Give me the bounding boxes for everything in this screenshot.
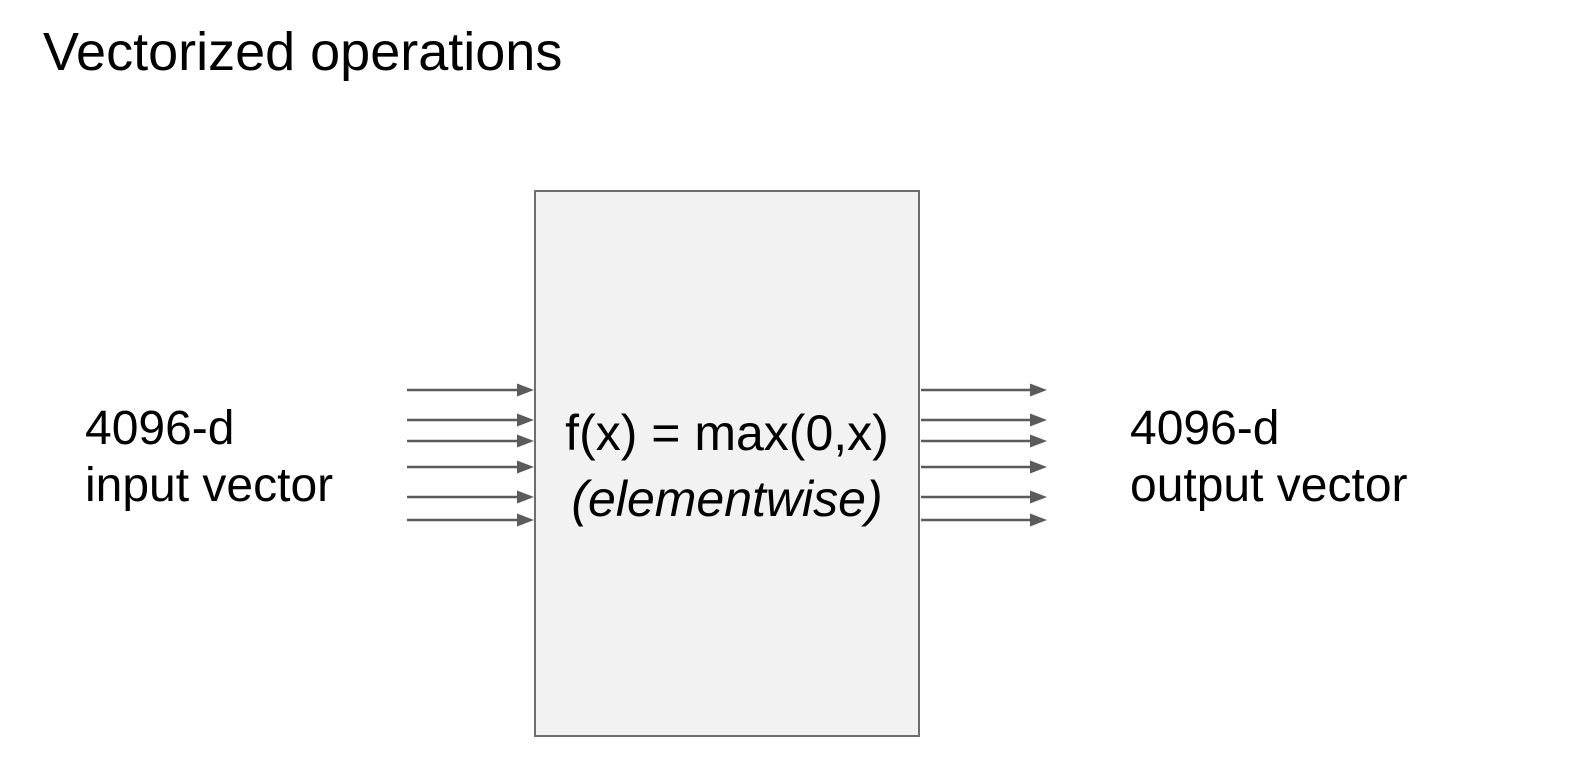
function-note: (elementwise) bbox=[571, 471, 883, 527]
input-arrow bbox=[407, 460, 534, 474]
input-arrow bbox=[407, 413, 534, 427]
elementwise-function-text: f(x) = max(0,x) (elementwise) bbox=[534, 400, 920, 532]
elementwise-function-box bbox=[534, 190, 920, 737]
output-vector-caption: output vector bbox=[1130, 459, 1408, 512]
input-vector-label: 4096-d input vector bbox=[85, 400, 333, 514]
output-arrow bbox=[921, 434, 1047, 448]
input-arrow bbox=[407, 490, 534, 504]
function-formula: f(x) = max(0,x) bbox=[565, 405, 889, 461]
input-vector-caption: input vector bbox=[85, 459, 334, 512]
input-arrow bbox=[407, 434, 534, 448]
output-arrow bbox=[921, 460, 1047, 474]
output-arrow bbox=[921, 383, 1047, 397]
output-vector-label: 4096-d output vector bbox=[1130, 400, 1408, 514]
input-arrow bbox=[407, 513, 534, 527]
output-arrow bbox=[921, 513, 1047, 527]
page-title: Vectorized operations bbox=[43, 22, 563, 82]
output-vector-dimension: 4096-d bbox=[1130, 402, 1280, 455]
output-arrow bbox=[921, 413, 1047, 427]
input-arrow bbox=[407, 383, 534, 397]
input-vector-dimension: 4096-d bbox=[85, 402, 235, 455]
output-arrow bbox=[921, 490, 1047, 504]
